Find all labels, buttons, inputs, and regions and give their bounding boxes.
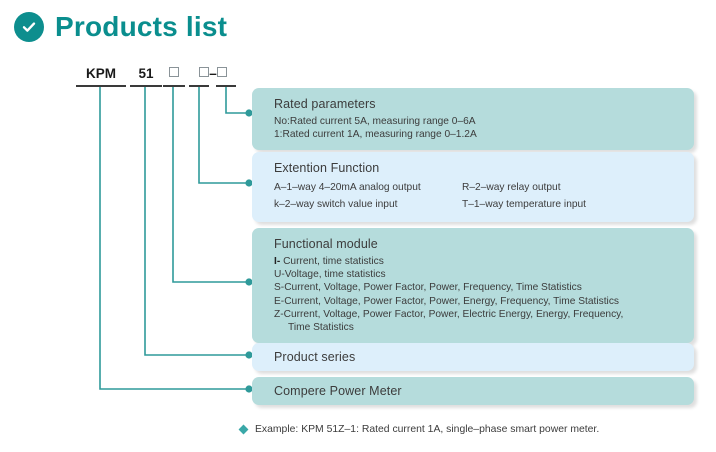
code-underline-51 — [130, 85, 162, 87]
code-underline-extention — [189, 85, 209, 87]
card-rated-parameters: Rated parameters No:Rated current 5A, me… — [252, 88, 694, 151]
functional-module-item-i: I- Current, time statistics — [274, 255, 694, 268]
check-circle-icon — [14, 12, 44, 42]
card-heading-rated-parameters: Rated parameters — [274, 97, 376, 111]
extention-function-column-left: A–1–way 4–20mA analog output k–2–way swi… — [274, 179, 462, 213]
extention-line-relay-output: R–2–way relay output — [462, 182, 561, 193]
page-header: Products list — [14, 12, 227, 42]
code-underline-kpm — [76, 85, 126, 87]
page-title: Products list — [55, 11, 228, 42]
functional-code-u: U- — [274, 269, 285, 281]
footer-example-note: Example: KPM 51Z–1: Rated current 1A, si… — [238, 424, 600, 435]
code-placeholder-box-module — [169, 67, 179, 77]
functional-code-s: S- — [274, 282, 285, 294]
functional-code-z: Z- — [274, 308, 284, 320]
rated-parameters-line-2: 1:Rated current 1A, measuring range 0–1.… — [274, 129, 477, 141]
functional-module-item-s: S-Current, Voltage, Power Factor, Power,… — [274, 281, 694, 294]
code-segment-module — [163, 66, 185, 81]
rated-parameters-line-1: No:Rated current 5A, measuring range 0–6… — [274, 116, 476, 127]
code-segment-ext-rated: – — [190, 66, 236, 81]
extention-line-switch-value-input: k–2–way switch value input — [274, 199, 398, 210]
extention-line-temperature-input: T–1–way temperature input — [462, 199, 587, 210]
functional-code-i: I- — [274, 256, 281, 267]
code-dash: – — [209, 66, 217, 81]
code-underline-module — [163, 85, 185, 87]
functional-desc-z: Current, Voltage, Power Factor, Power, E… — [283, 308, 624, 320]
functional-module-item-e: E-Current, Voltage, Power Factor, Power,… — [274, 295, 694, 308]
card-extention-function: Extention Function A–1–way 4–20mA analog… — [252, 152, 694, 222]
functional-code-e: E- — [274, 295, 285, 307]
card-heading-extention-function: Extention Function — [274, 161, 380, 175]
footer-example-text: Example: KPM 51Z–1: Rated current 1A, si… — [255, 424, 600, 435]
code-placeholder-box-extention — [199, 67, 210, 77]
card-compere-power-meter: Compere Power Meter — [252, 377, 694, 405]
functional-module-item-z-wrap: Time Statistics — [288, 322, 354, 334]
code-placeholder-box-rated — [216, 67, 227, 77]
card-heading-functional-module: Functional module — [274, 237, 378, 251]
functional-module-item-u: U-Voltage, time statistics — [274, 268, 694, 281]
code-underline-rated — [216, 85, 236, 87]
functional-desc-s: Current, Voltage, Power Factor, Power, F… — [284, 282, 582, 294]
functional-desc-e: Current, Voltage, Power Factor, Power, E… — [284, 295, 620, 307]
card-product-series: Product series — [252, 343, 694, 371]
card-heading-product-series: Product series — [274, 350, 356, 364]
extention-line-analog-output: A–1–way 4–20mA analog output — [274, 182, 421, 193]
extention-function-column-right: R–2–way relay output T–1–way temperature… — [462, 179, 694, 213]
functional-module-item-z: Z-Current, Voltage, Power Factor, Power,… — [274, 308, 694, 321]
extention-function-columns: A–1–way 4–20mA analog output k–2–way swi… — [274, 179, 694, 213]
card-functional-module: Functional module I- Current, time stati… — [252, 228, 694, 344]
code-segment-kpm: KPM — [86, 66, 116, 81]
card-heading-compere-power-meter: Compere Power Meter — [274, 384, 402, 398]
functional-desc-i: Current, time statistics — [280, 256, 384, 267]
diamond-bullet-icon — [238, 424, 249, 435]
functional-desc-u: Voltage, time statistics — [284, 269, 386, 281]
product-code-row: KPM 51 – — [0, 66, 716, 88]
code-segment-51: 51 — [138, 66, 154, 81]
